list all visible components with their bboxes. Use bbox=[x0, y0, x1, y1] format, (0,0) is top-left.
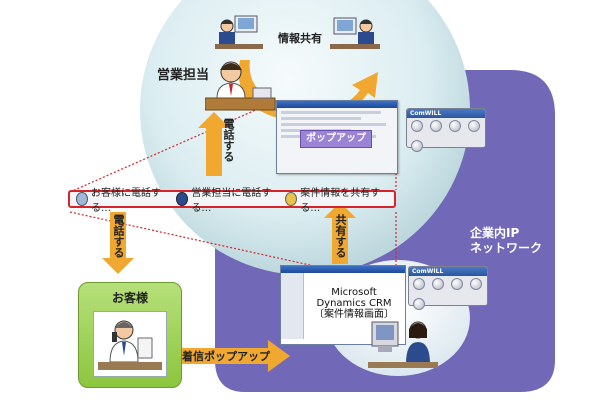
sales-phone-icon bbox=[176, 192, 189, 206]
sales-rep-label: 営業担当 bbox=[157, 68, 210, 83]
customer-box: お客様 bbox=[78, 282, 182, 388]
operator-icon bbox=[368, 321, 438, 368]
customer-label: お客様 bbox=[111, 291, 148, 305]
incoming-popup-label: 着信ポップアップ bbox=[182, 350, 270, 363]
colleague-icon bbox=[330, 17, 380, 49]
customer-picture bbox=[93, 311, 167, 377]
share-case-item[interactable]: 案件情報を共有する… bbox=[285, 184, 384, 214]
comwill-widget-bottom[interactable]: ComWILL bbox=[408, 266, 488, 310]
call-up-label: 電話する bbox=[222, 118, 235, 162]
info-share-label: 情報共有 bbox=[278, 32, 322, 45]
crm-label: Microsoft Dynamics CRM 〔案件情報画面〕 bbox=[314, 287, 394, 320]
chat-button[interactable] bbox=[451, 278, 464, 290]
phone-button[interactable] bbox=[411, 120, 423, 132]
chat-button[interactable] bbox=[449, 120, 462, 132]
hangup-button[interactable] bbox=[411, 140, 423, 152]
hangup-button[interactable] bbox=[413, 298, 425, 310]
popup-label: ポップアップ bbox=[300, 130, 372, 148]
hold-button[interactable] bbox=[470, 278, 483, 290]
ip-network-label: 企業内IP ネットワーク bbox=[470, 226, 543, 255]
colleague-icon bbox=[215, 15, 263, 49]
crm-titlebar bbox=[281, 266, 405, 273]
customer-icon bbox=[98, 320, 162, 370]
call-customer-label: お客様に電話する… bbox=[91, 188, 162, 214]
comwill-title: ComWILL bbox=[407, 109, 485, 118]
comwill-widget-top[interactable]: ComWILL bbox=[406, 108, 486, 152]
call-down-arrow bbox=[102, 212, 134, 274]
share-label: 共有する bbox=[334, 214, 347, 258]
action-toolbar: お客様に電話する… 営業担当に電話する… 案件情報を共有する… bbox=[68, 188, 396, 214]
share-case-label: 案件情報を共有する… bbox=[300, 188, 381, 214]
phone-button[interactable] bbox=[413, 278, 425, 290]
call-up-arrow bbox=[198, 112, 230, 176]
transfer-button[interactable] bbox=[432, 278, 445, 290]
sales-rep-icon bbox=[205, 61, 276, 111]
hold-button[interactable] bbox=[468, 120, 481, 132]
share-icon bbox=[285, 192, 298, 206]
comwill-title: ComWILL bbox=[409, 267, 487, 276]
share-up-arrow bbox=[324, 202, 356, 264]
call-down-label: 電話する bbox=[112, 214, 125, 258]
customer-phone-icon bbox=[76, 192, 89, 206]
transfer-button[interactable] bbox=[430, 120, 443, 132]
incoming-popup-arrow bbox=[175, 340, 290, 372]
call-sales-item[interactable]: 営業担当に電話する… bbox=[176, 184, 275, 214]
call-customer-item[interactable]: お客様に電話する… bbox=[76, 184, 166, 214]
call-sales-label: 営業担当に電話する… bbox=[191, 188, 272, 214]
window-titlebar bbox=[277, 101, 397, 108]
